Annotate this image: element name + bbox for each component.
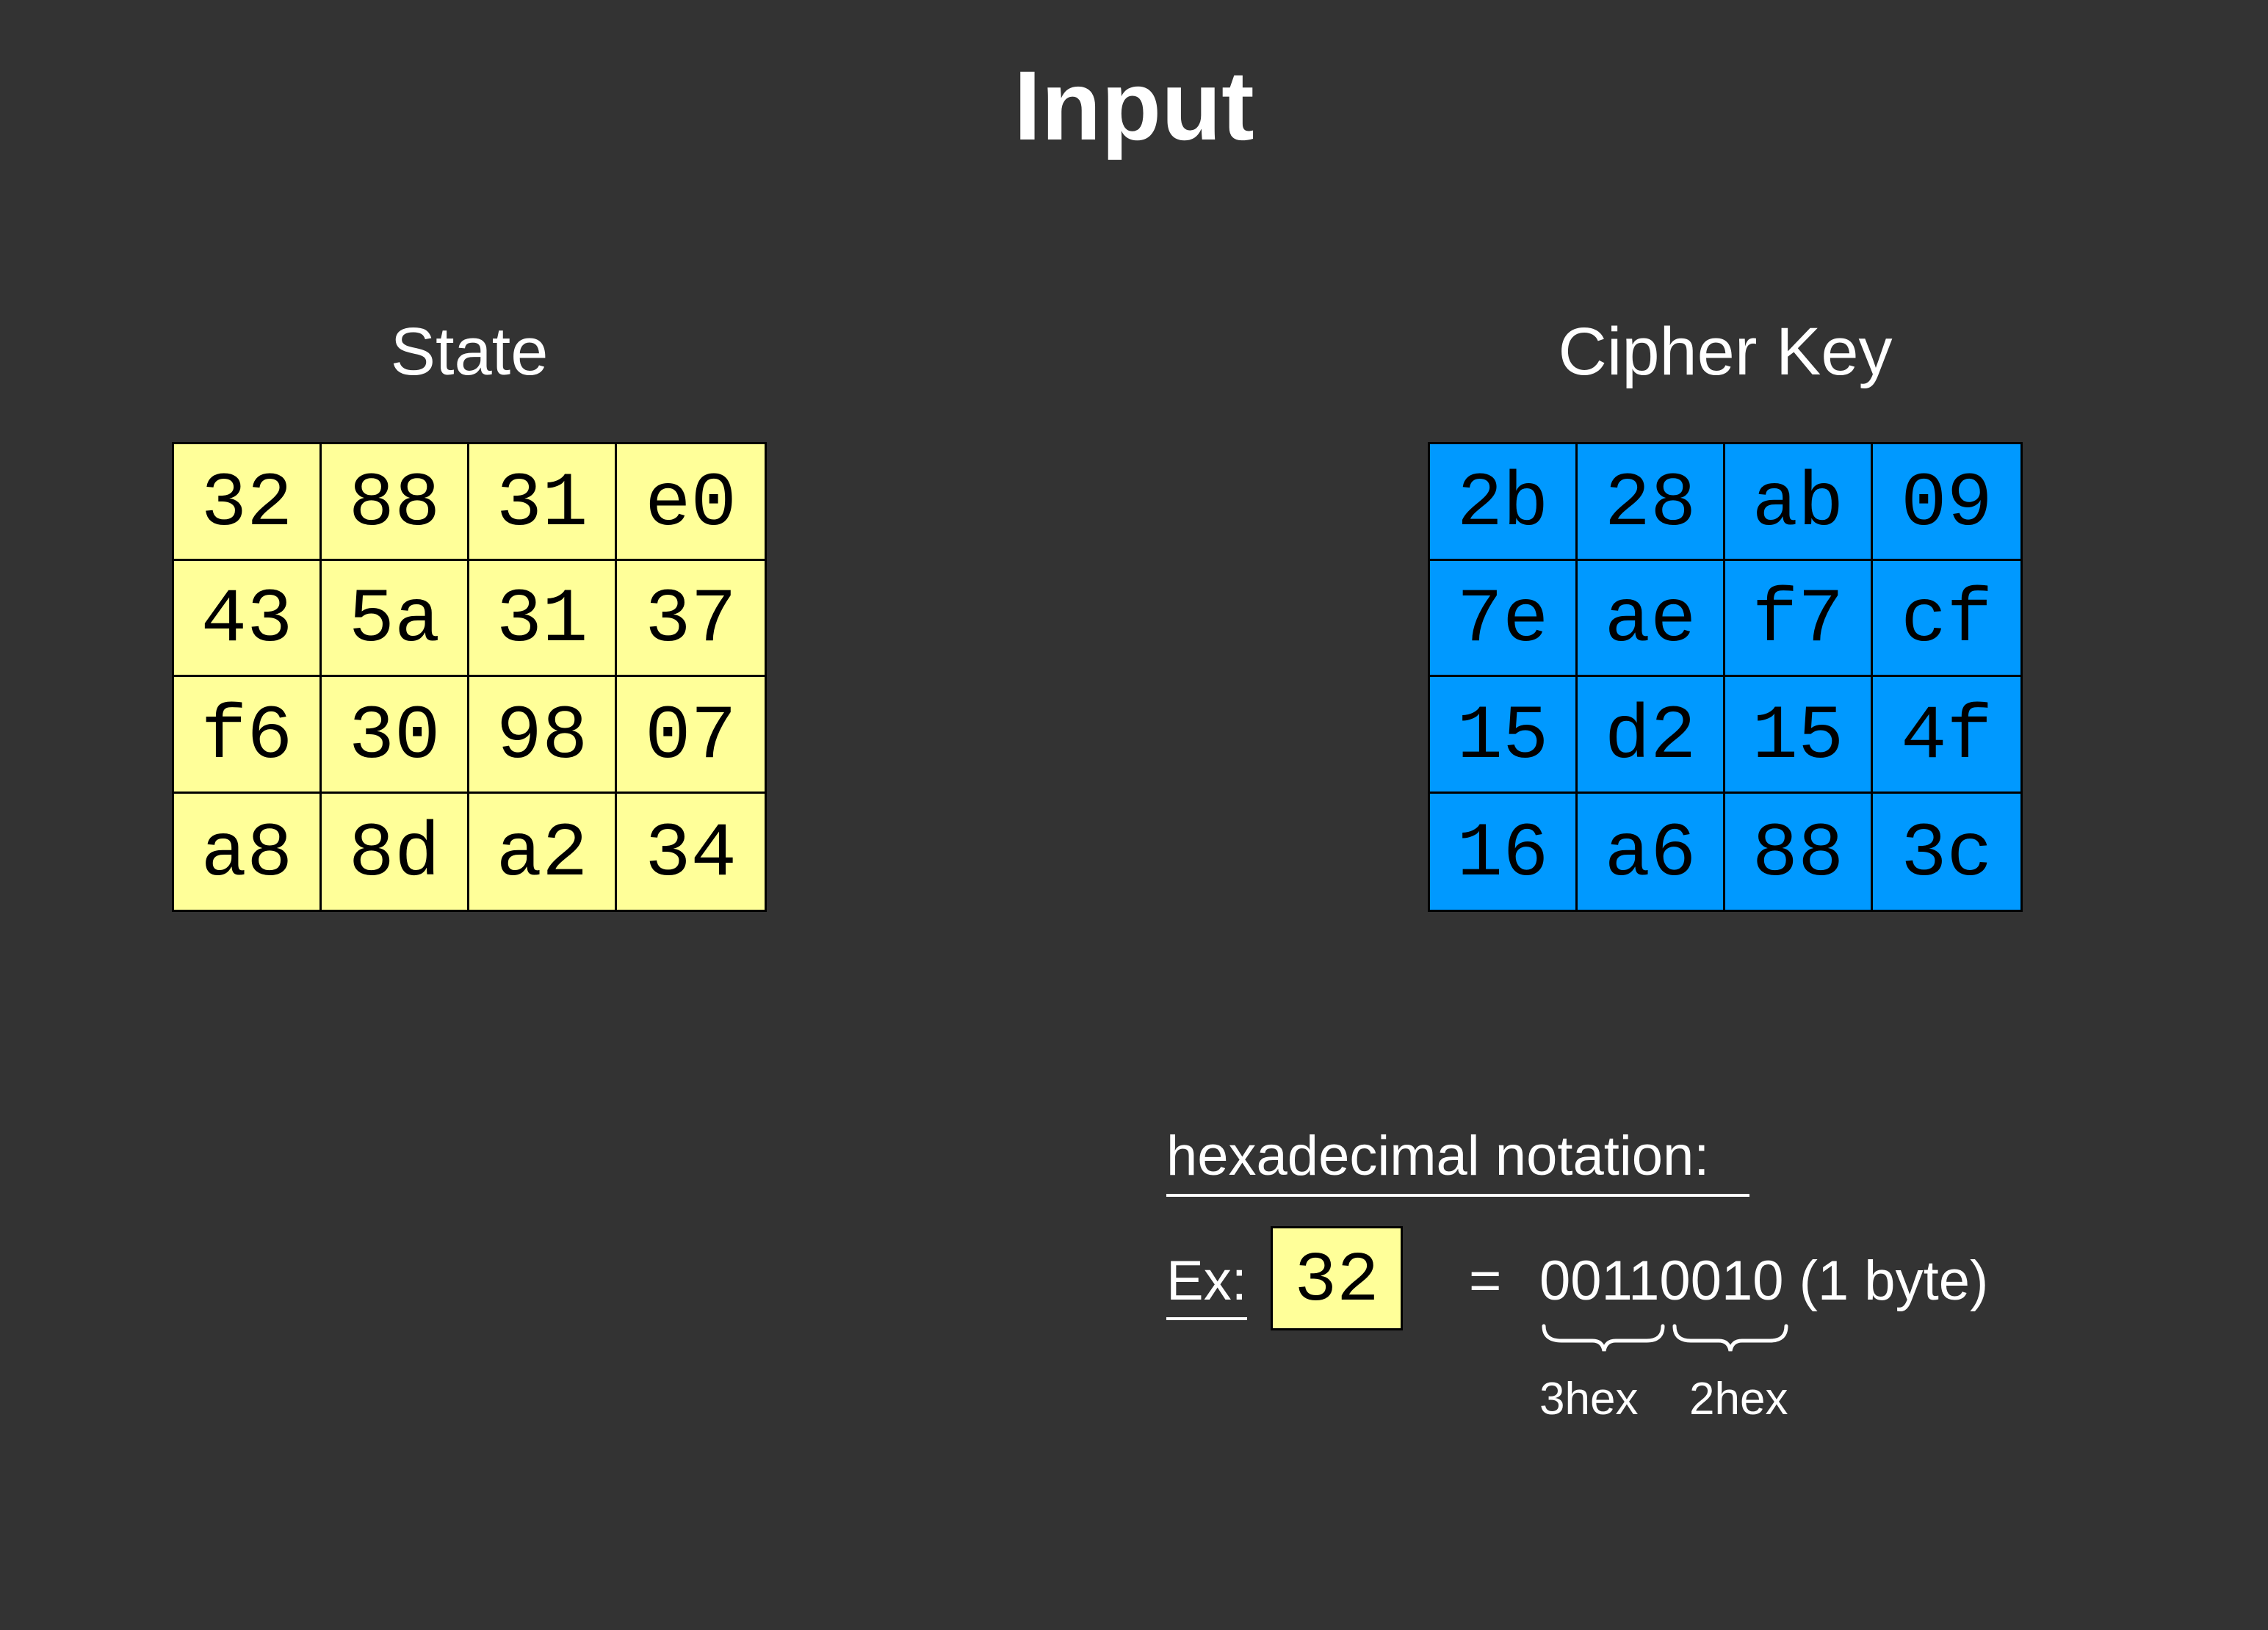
state-cell-r2-c3: 07 — [617, 677, 765, 794]
state-cell-r0-c2: 31 — [469, 444, 617, 561]
page-title: Input — [1014, 51, 1254, 161]
nibble-label-low: 2hex — [1689, 1374, 1788, 1424]
state-cell-r3-c3: 34 — [645, 811, 737, 898]
state-cell-r2-c2: 98 — [469, 677, 617, 794]
cipher-key-cell-r2-c0: 15 — [1430, 677, 1578, 794]
equals-sign: = — [1469, 1250, 1502, 1312]
cipher-key-cell-r1-c2: f7 — [1725, 560, 1873, 677]
cipher-key-cell-r3-c1: a6 — [1578, 793, 1725, 910]
state-cell-r0-c0: 32 — [174, 444, 322, 561]
cipher-key-cell-r0-c2: ab — [1725, 444, 1873, 561]
cipher-key-cell-r3-c3: 3c — [1901, 811, 1993, 898]
hex-notation-heading: hexadecimal notation: — [1166, 1123, 1749, 1197]
cipher-key-cell-r3-c0: 16 — [1430, 793, 1578, 910]
cipher-key-cell-r2-c3: 4f — [1873, 677, 2020, 794]
state-cell-r1-c1: 5a — [322, 560, 469, 677]
state-cell-r0-c3: e0 — [617, 444, 765, 561]
state-cell-r0-c1: 88 — [322, 444, 469, 561]
nibble-brace-low — [1672, 1324, 1788, 1352]
cipher-key-cell-r0-c0: 2b — [1430, 444, 1578, 561]
state-cell-r3-c2: a2 — [469, 793, 617, 910]
state-cell-r2-c1: 30 — [322, 677, 469, 794]
cipher-key-label: Cipher Key — [1558, 314, 1893, 389]
nibble-label-high: 3hex — [1539, 1374, 1639, 1424]
state-cell-r2-c0: f6 — [174, 677, 322, 794]
example-byte-box: 32 — [1271, 1226, 1403, 1330]
cipher-key-cell-r1-c0: 7e — [1430, 560, 1578, 677]
cipher-key-cell-r2-c2: 15 — [1725, 677, 1873, 794]
binary-value: 00110010 (1 byte) — [1539, 1250, 1989, 1312]
state-cell-r3-c0: a8 — [174, 793, 322, 910]
nibble-brace-high — [1542, 1324, 1665, 1352]
state-cell-r1-c2: 31 — [469, 560, 617, 677]
state-label: State — [390, 314, 549, 389]
cipher-key-cell-r0-c3: 09 — [1873, 444, 2020, 561]
nibble-braces — [1542, 1324, 1788, 1352]
cipher-key-cell-r0-c1: 28 — [1578, 444, 1725, 561]
state-cell-r3-c1: 8d — [322, 793, 469, 910]
state-cell-r1-c3: 37 — [617, 561, 765, 677]
cipher-key-cell-r3-c2: 88 — [1725, 793, 1873, 910]
state-cell-r1-c0: 43 — [174, 560, 322, 677]
cipher-key-cell-r1-c1: ae — [1578, 560, 1725, 677]
cipher-key-cell-r1-c3: cf — [1873, 561, 2020, 677]
example-label: Ex: — [1166, 1248, 1247, 1320]
cipher-key-cell-r2-c1: d2 — [1578, 677, 1725, 794]
